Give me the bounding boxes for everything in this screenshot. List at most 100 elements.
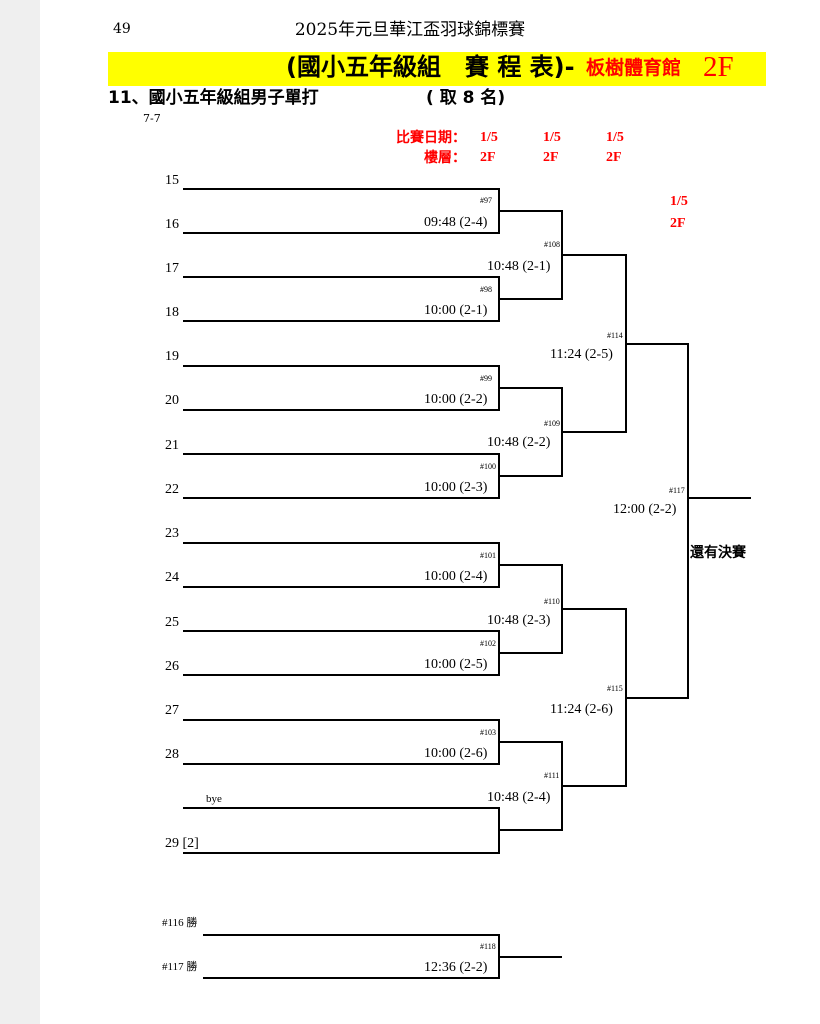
venue-name: 板樹體育館 bbox=[586, 57, 682, 79]
bracket-line bbox=[625, 697, 688, 699]
match-number: #111 bbox=[544, 771, 560, 780]
playoff-winner-116: #116 勝 bbox=[162, 917, 198, 929]
event-title: 11、國小五年級組男子單打 bbox=[108, 88, 319, 108]
bracket-line bbox=[183, 453, 499, 455]
bracket-line bbox=[183, 852, 499, 854]
bracket-line bbox=[183, 409, 499, 411]
match-number: #98 bbox=[480, 285, 492, 294]
bracket-line bbox=[498, 475, 562, 477]
floor-label: 樓層： bbox=[424, 150, 466, 166]
match-time: 11:24 (2-5) bbox=[550, 347, 613, 362]
match-number: #118 bbox=[480, 942, 496, 951]
bracket-line bbox=[498, 807, 500, 854]
match-time: 12:00 (2-2) bbox=[613, 502, 677, 517]
playoff-winner-117: #117 勝 bbox=[162, 961, 198, 973]
bracket-line bbox=[498, 956, 562, 958]
seed-label: 18 bbox=[165, 305, 179, 320]
seed-label: 17 bbox=[165, 261, 179, 276]
seed-label: 28 bbox=[165, 747, 179, 762]
bracket-line bbox=[561, 431, 626, 433]
seed-label: 16 bbox=[165, 217, 179, 232]
bracket-line bbox=[498, 298, 562, 300]
page-code: 7-7 bbox=[143, 112, 161, 125]
match-number: #97 bbox=[480, 196, 492, 205]
match-time: 10:00 (2-2) bbox=[424, 392, 488, 407]
seed-label: 26 bbox=[165, 659, 179, 674]
round1-floor: 2F bbox=[480, 150, 496, 165]
match-time: 10:48 (2-1) bbox=[487, 259, 551, 274]
seed-label: 22 bbox=[165, 482, 179, 497]
match-time: 10:00 (2-1) bbox=[424, 303, 488, 318]
bracket-line bbox=[203, 934, 499, 936]
seed-label: 27 bbox=[165, 703, 179, 718]
match-time: 10:00 (2-5) bbox=[424, 657, 488, 672]
final-round-floor: 2F bbox=[670, 216, 686, 231]
bracket-line bbox=[203, 977, 499, 979]
match-time: 10:00 (2-3) bbox=[424, 480, 488, 495]
bracket-line bbox=[183, 674, 499, 676]
bracket-line bbox=[183, 188, 499, 190]
match-number: #102 bbox=[480, 639, 496, 648]
match-time: 10:48 (2-3) bbox=[487, 613, 551, 628]
seed-label: 24 bbox=[165, 570, 179, 585]
bracket-line bbox=[498, 829, 562, 831]
seed-label: 20 bbox=[165, 393, 179, 408]
page-number: 49 bbox=[113, 21, 131, 37]
match-number: #117 bbox=[669, 486, 685, 495]
match-number: #101 bbox=[480, 551, 496, 560]
header-bar bbox=[108, 52, 766, 86]
match-time: 09:48 (2-4) bbox=[424, 215, 488, 230]
bracket-line bbox=[183, 586, 499, 588]
seed-label: 25 bbox=[165, 615, 179, 630]
match-number: #100 bbox=[480, 462, 496, 471]
match-time: 12:36 (2-2) bbox=[424, 960, 488, 975]
final-round-date: 1/5 bbox=[670, 194, 688, 209]
bracket-line bbox=[183, 497, 499, 499]
match-number: #115 bbox=[607, 684, 623, 693]
round2-date: 1/5 bbox=[543, 130, 561, 145]
venue-floor: 2F bbox=[703, 51, 734, 83]
bracket-line bbox=[183, 630, 499, 632]
seed-label: 21 bbox=[165, 438, 179, 453]
match-time: 11:24 (2-6) bbox=[550, 702, 613, 717]
match-number: #99 bbox=[480, 374, 492, 383]
round2-floor: 2F bbox=[543, 150, 559, 165]
bracket-line bbox=[498, 741, 562, 743]
tournament-title: 2025年元旦華江盃羽球錦標賽 bbox=[294, 20, 526, 40]
bracket-line bbox=[498, 387, 562, 389]
seed-label: 19 bbox=[165, 349, 179, 364]
seed-label: 15 bbox=[165, 173, 179, 188]
match-number: #103 bbox=[480, 728, 496, 737]
bracket-line bbox=[183, 232, 499, 234]
schedule-title: (國小五年級組 賽 程 表)- bbox=[286, 53, 575, 81]
round1-date: 1/5 bbox=[480, 130, 498, 145]
match-number: #108 bbox=[544, 240, 560, 249]
bracket-line bbox=[183, 320, 499, 322]
bracket-line bbox=[498, 210, 562, 212]
bracket-line bbox=[625, 343, 688, 345]
bracket-line bbox=[561, 608, 626, 610]
bracket-line bbox=[183, 807, 499, 809]
bracket-line bbox=[183, 763, 499, 765]
match-number: #114 bbox=[607, 331, 623, 340]
bracket-line bbox=[498, 564, 562, 566]
bye-label: bye bbox=[206, 793, 222, 805]
bracket-line bbox=[498, 652, 562, 654]
match-number: 10:00 (2-6) bbox=[424, 746, 488, 761]
match-time: 10:48 (2-4) bbox=[487, 790, 551, 805]
match-time: 10:00 (2-4) bbox=[424, 569, 488, 584]
match-time: 10:48 (2-2) bbox=[487, 435, 551, 450]
round3-date: 1/5 bbox=[606, 130, 624, 145]
bracket-line bbox=[687, 343, 689, 699]
bracket-line bbox=[183, 719, 499, 721]
final-note: 還有決賽 bbox=[690, 545, 746, 561]
bracket-line bbox=[183, 542, 499, 544]
seed-label: 29 [2] bbox=[165, 836, 199, 851]
left-margin bbox=[0, 0, 40, 1024]
date-label: 比賽日期： bbox=[396, 130, 466, 146]
bracket-line bbox=[183, 276, 499, 278]
quota-label: ( 取 8 名) bbox=[426, 88, 506, 108]
match-number: #110 bbox=[544, 597, 560, 606]
seed-label: 23 bbox=[165, 526, 179, 541]
bracket-line bbox=[561, 785, 626, 787]
